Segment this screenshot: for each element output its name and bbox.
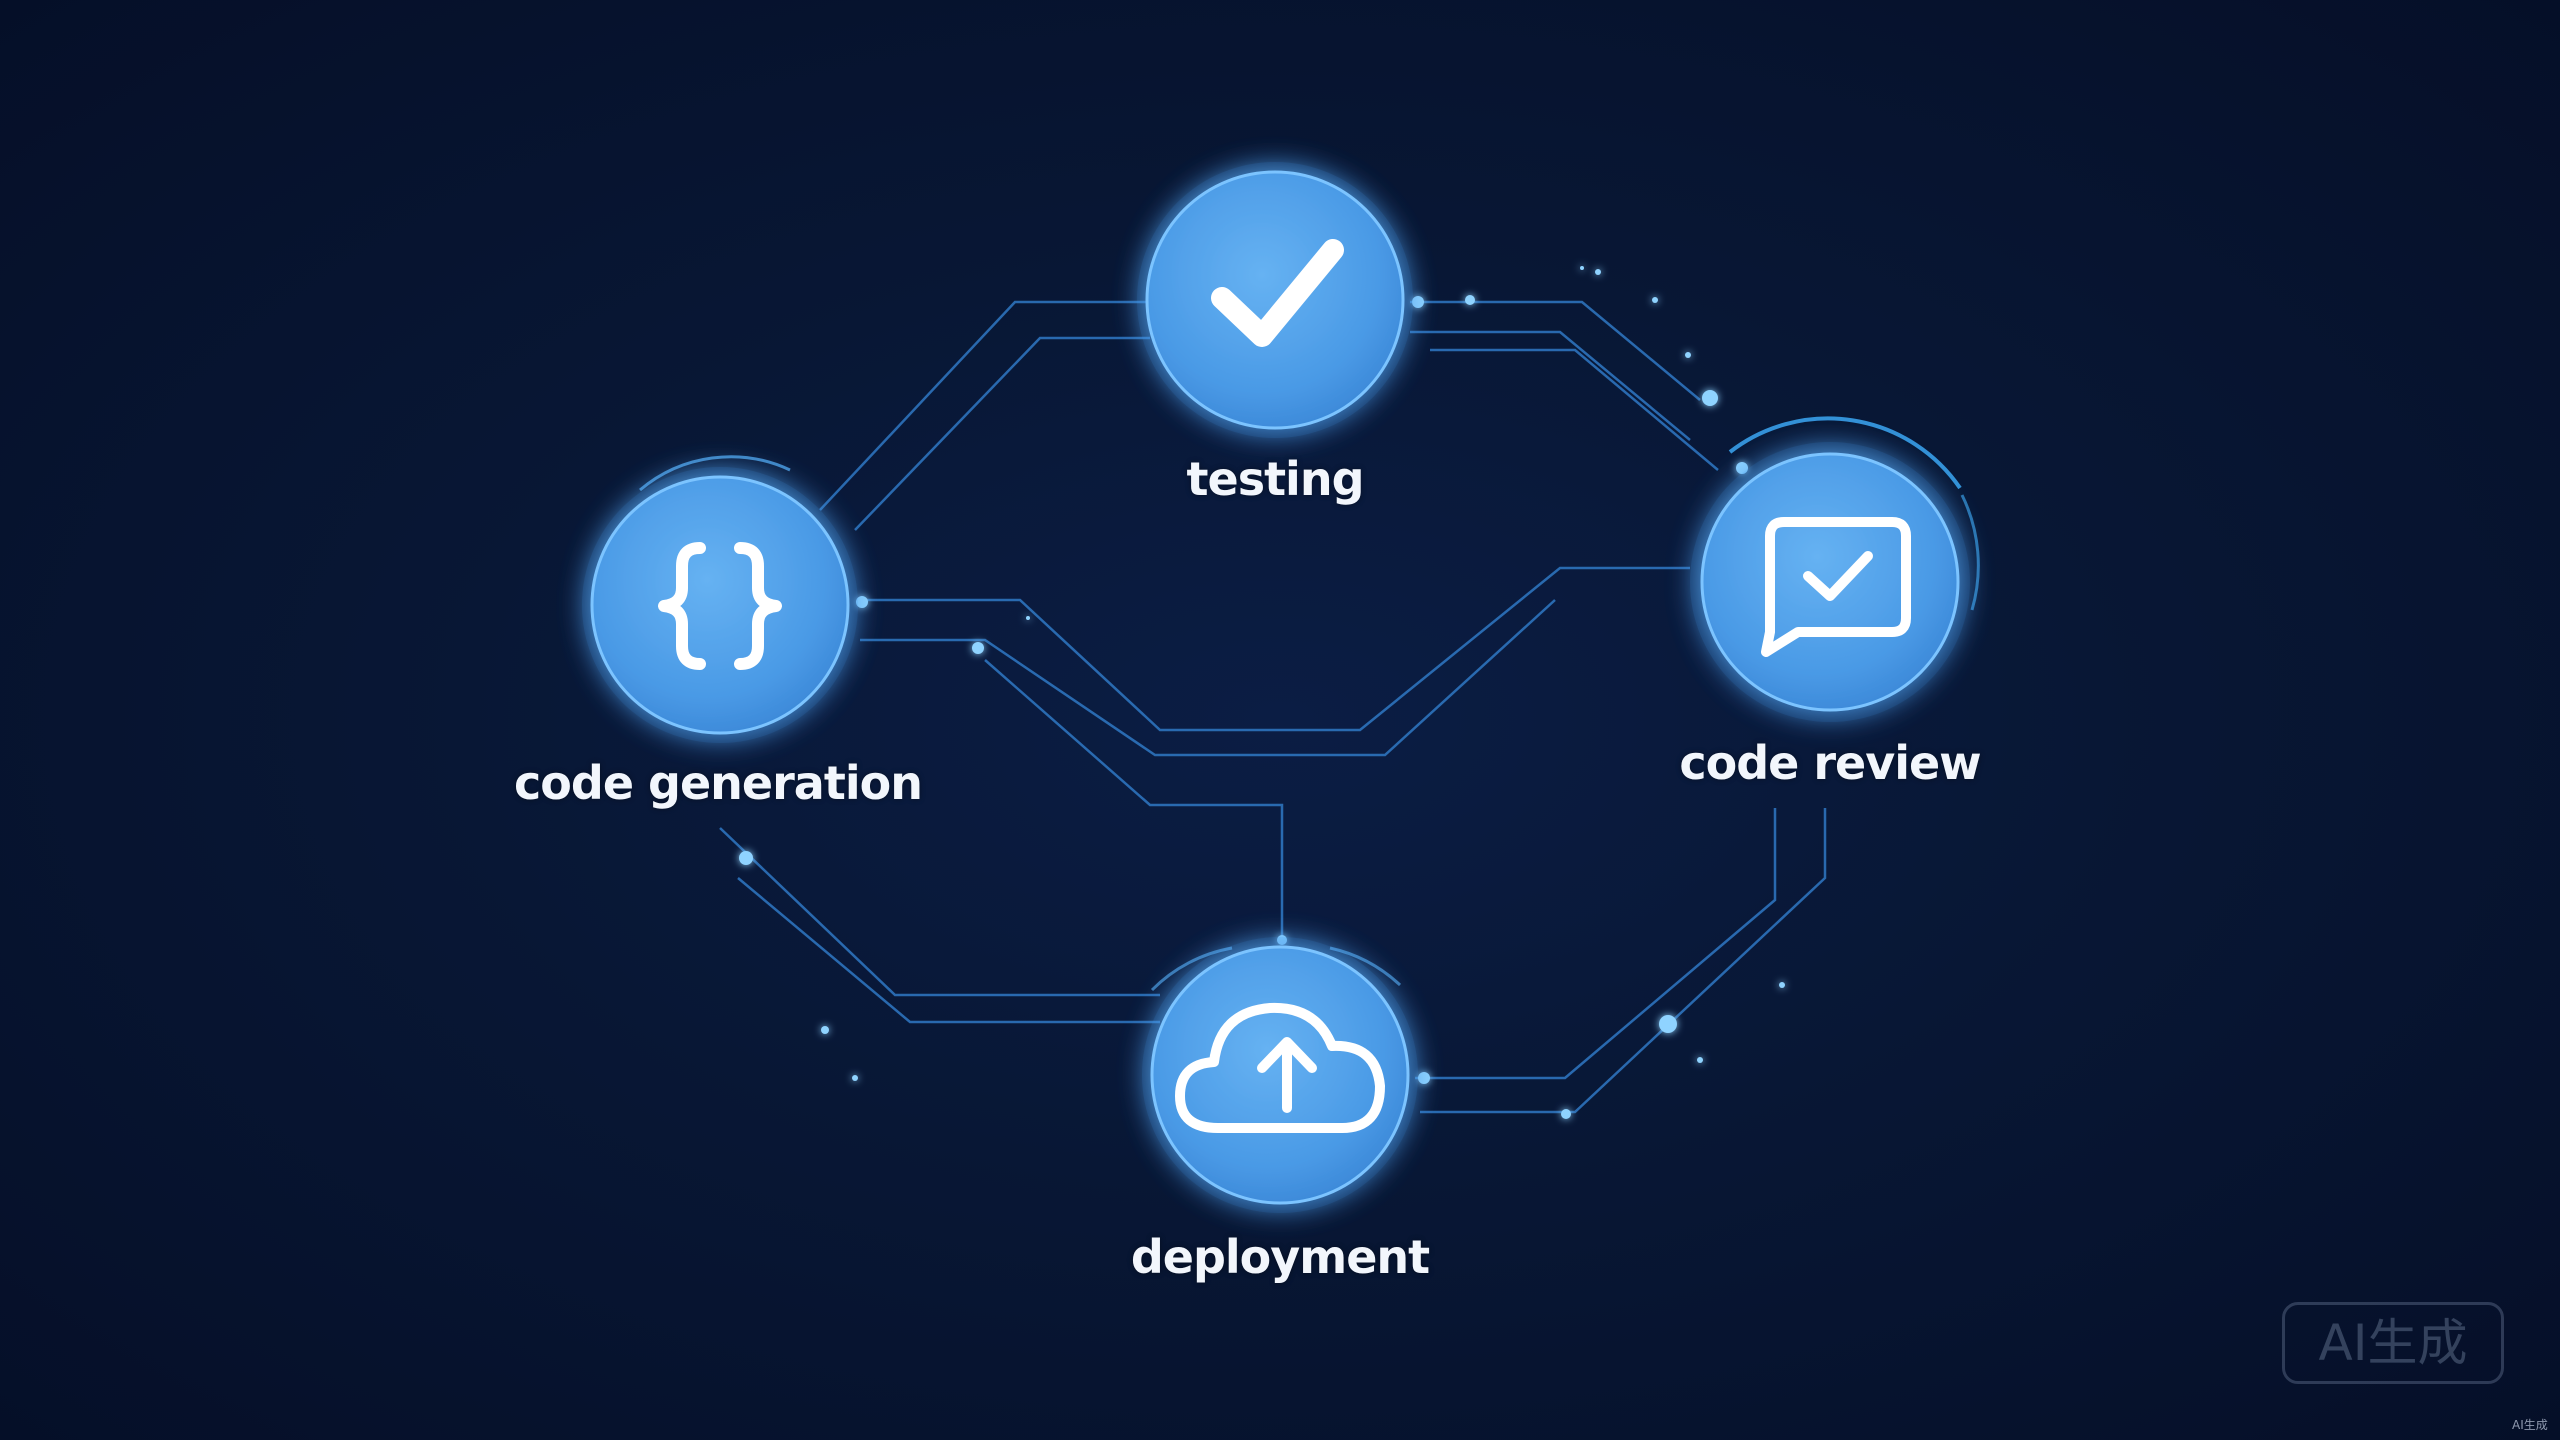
node-code-generation: [582, 455, 858, 743]
connector-codegen-deployment: [984, 659, 1284, 940]
node-label-testing: testing: [1186, 452, 1365, 506]
node-code-review: [1690, 416, 1980, 722]
node-testing: [1137, 162, 1413, 438]
connector-deployment-codereview: [1415, 808, 1827, 1114]
node-deployment: [1142, 937, 1418, 1213]
connector-codegen-testing: [819, 300, 1150, 531]
connector-codegen-codereview: [860, 566, 1690, 757]
checkmark-icon: [1211, 239, 1344, 347]
connector-codegen-deployment-lower: [719, 827, 1160, 1024]
node-label-code-generation: code generation: [514, 756, 923, 810]
connector-testing-codereview: [1410, 300, 1719, 471]
node-label-deployment: deployment: [1130, 1230, 1430, 1284]
chat-bubble-check-icon: [1761, 517, 1911, 657]
curly-braces-icon: [658, 542, 782, 670]
cloud-upload-icon: [1175, 1002, 1385, 1133]
watermark-badge: AI生成: [2282, 1302, 2504, 1384]
node-label-code-review: code review: [1679, 736, 1981, 790]
watermark-small-text: AI生成: [2512, 1418, 2548, 1432]
